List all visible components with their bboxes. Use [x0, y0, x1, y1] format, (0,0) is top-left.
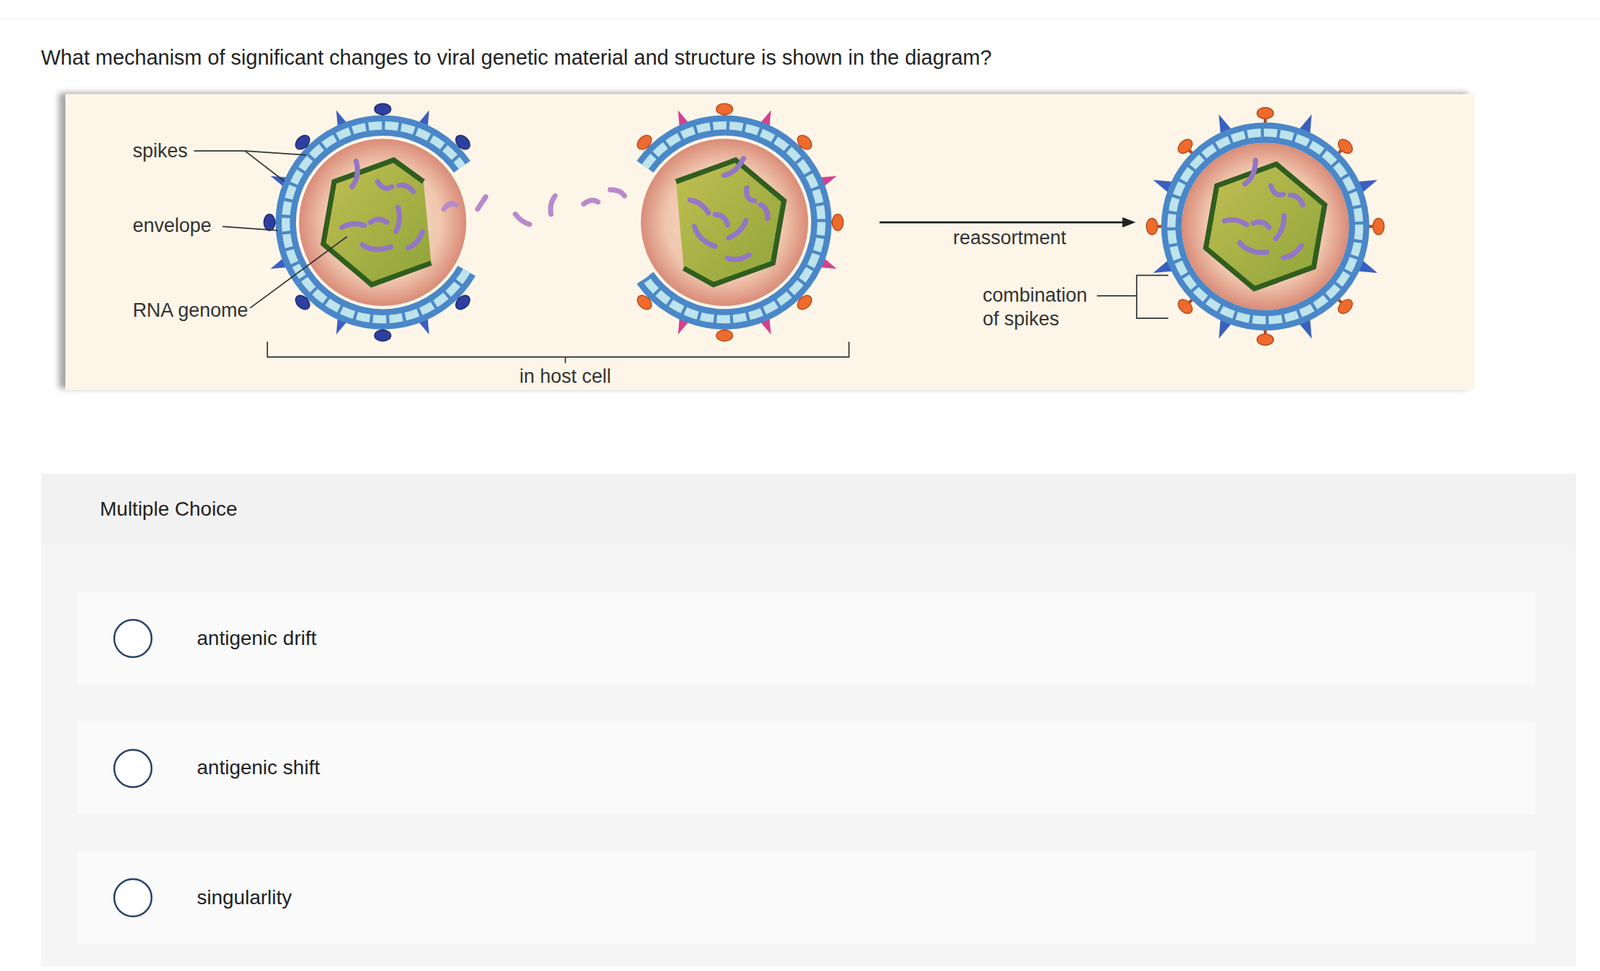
capsid-outline	[676, 160, 784, 286]
envelope-ring	[645, 125, 822, 320]
top-rule	[0, 18, 1600, 20]
virus-interior	[298, 138, 467, 307]
spike	[716, 324, 733, 342]
node-text: antigenic shift	[196, 756, 320, 780]
spike	[791, 132, 815, 157]
reassortment-arrow	[879, 221, 1125, 224]
spike	[374, 103, 391, 120]
diagram-label: spikes	[132, 140, 189, 163]
spike	[293, 132, 317, 157]
spike	[1357, 260, 1380, 279]
spike	[1150, 260, 1174, 279]
spike	[634, 288, 659, 313]
spike	[1298, 318, 1318, 341]
spike	[449, 288, 473, 313]
node-text: Multiple Choice	[99, 497, 238, 521]
envelope-band	[1171, 132, 1359, 321]
envelope-band	[285, 125, 467, 320]
virus-interior	[640, 138, 809, 307]
spike	[1331, 293, 1356, 317]
rna-segments	[341, 160, 423, 250]
spike	[293, 288, 317, 313]
figure-frame	[65, 94, 1475, 391]
diagram-label: RNA genome	[132, 298, 249, 322]
spike	[267, 170, 291, 189]
answer-option: antigenic drift	[77, 592, 1536, 686]
spike	[1175, 136, 1200, 161]
virus-two	[634, 103, 843, 342]
spike	[330, 314, 350, 337]
virus-interior	[1181, 142, 1350, 311]
choice-panel: Multiple Choice antigenic drift antigenic …	[40, 473, 1577, 968]
spike	[791, 288, 815, 313]
spike	[757, 107, 777, 131]
capsid-fill	[323, 160, 432, 286]
spike	[1213, 318, 1233, 341]
capsid-fill	[676, 160, 784, 286]
free-rna	[444, 189, 666, 225]
spike	[1150, 174, 1174, 194]
diagram-label: combination of spikes	[982, 283, 1102, 332]
spike	[634, 132, 659, 157]
spike	[672, 314, 692, 337]
rna-segments	[676, 149, 795, 269]
spike	[374, 324, 391, 342]
spike	[1367, 218, 1384, 235]
spike	[672, 107, 692, 131]
spike	[1213, 112, 1233, 135]
spike	[757, 314, 777, 337]
capsid-outline	[323, 160, 432, 286]
answer-option: singularlity	[77, 851, 1536, 945]
spikes-bracket	[1097, 275, 1169, 319]
question-title: What mechanism of significant changes to…	[40, 45, 1565, 70]
spike	[449, 132, 473, 157]
answer-option: antigenic shift	[77, 721, 1536, 815]
spike	[267, 255, 291, 275]
spike	[816, 170, 839, 189]
virus-three	[1146, 107, 1385, 346]
spike	[330, 107, 350, 131]
spike	[1298, 112, 1318, 135]
envelope-ring	[1171, 132, 1359, 321]
capsid	[1205, 164, 1325, 290]
spike	[1357, 174, 1380, 194]
spike	[716, 103, 733, 120]
spike	[816, 255, 839, 275]
arrow-head	[1122, 216, 1136, 228]
spike	[263, 214, 281, 231]
spike	[1175, 293, 1200, 317]
envelope-ring	[285, 125, 467, 320]
spike	[1257, 328, 1274, 345]
spike	[1331, 136, 1356, 161]
rna-segments	[1218, 156, 1320, 263]
node-text: antigenic drift	[196, 627, 317, 651]
diagram-label: envelope	[132, 214, 212, 237]
virus-one	[263, 103, 473, 342]
spike	[415, 107, 435, 131]
spike	[1146, 218, 1164, 235]
diagram-label: reassortment	[953, 226, 1067, 249]
envelope-band	[645, 125, 822, 320]
host-cell-bracket	[267, 341, 849, 364]
spike	[415, 314, 435, 337]
leader-lines	[193, 150, 348, 309]
spike	[1257, 107, 1274, 125]
diagram-label: in host cell	[519, 365, 612, 388]
spike	[826, 214, 843, 231]
node-text: singularlity	[196, 886, 292, 910]
